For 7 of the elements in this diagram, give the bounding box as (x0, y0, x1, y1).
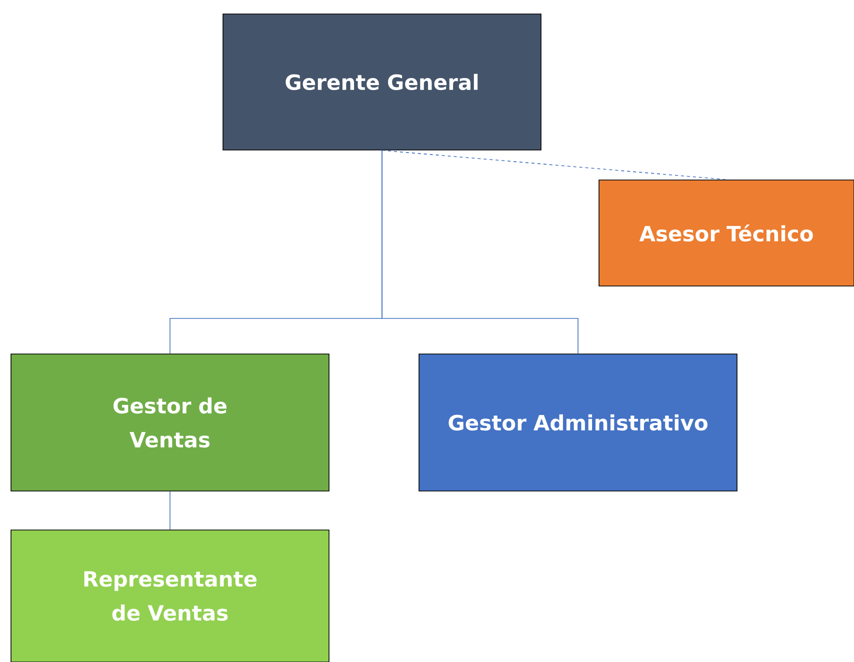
connector-line (382, 150, 727, 180)
org-box: Gestor Administrativo (418, 354, 738, 492)
org-box: Asesor Técnico (598, 180, 854, 286)
org-box: Gestor de Ventas (10, 354, 330, 492)
org-box: Gerente General (222, 14, 542, 150)
org-box: Representante de Ventas (10, 530, 330, 662)
connector-line (382, 150, 578, 354)
